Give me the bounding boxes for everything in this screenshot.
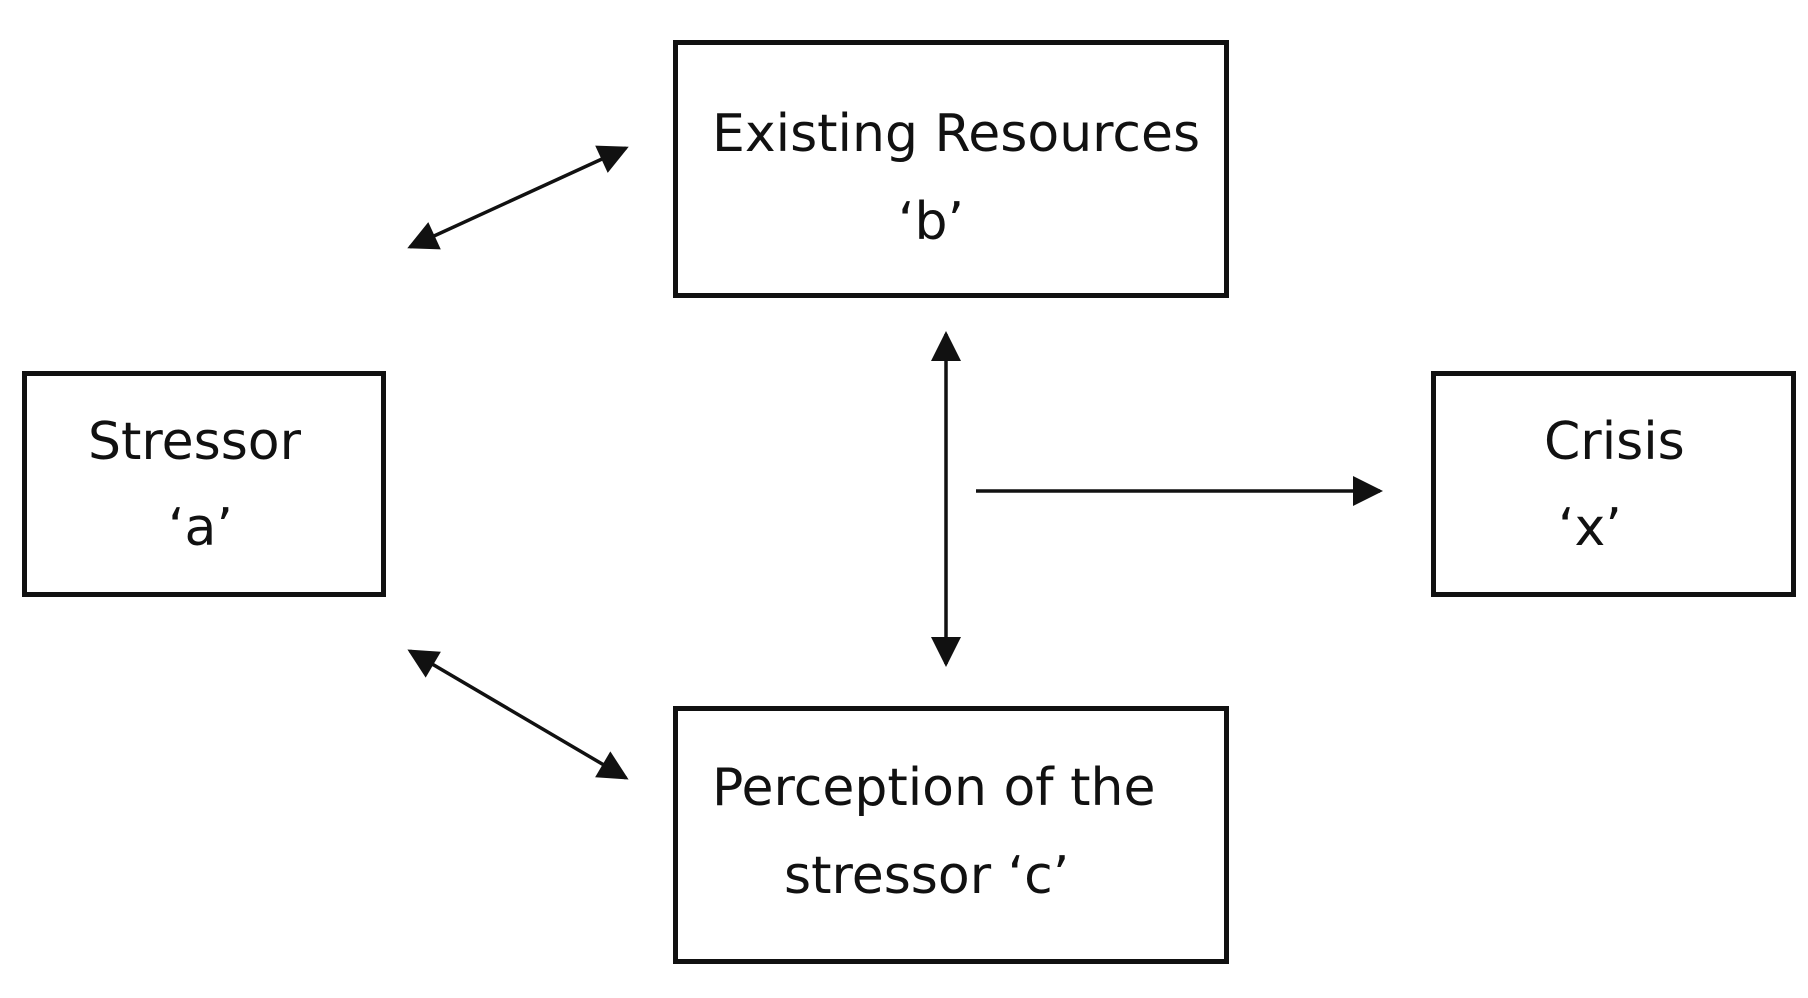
- node-crisis-line1: Crisis: [1544, 412, 1685, 472]
- edge-stressor-perception: [407, 649, 629, 780]
- node-crisis-line2: ‘x’: [1558, 498, 1622, 558]
- node-perception-line1: Perception of the: [712, 758, 1156, 818]
- edge-stressor-resources: [407, 145, 629, 250]
- node-existing-resources-line2: ‘b’: [898, 192, 965, 252]
- node-crisis: [1431, 371, 1796, 597]
- node-existing-resources: [673, 40, 1229, 298]
- node-stressor: [22, 371, 386, 597]
- node-perception-line2: stressor ‘c’: [784, 846, 1070, 906]
- node-stressor-line1: Stressor: [88, 412, 302, 472]
- node-perception: [673, 706, 1229, 964]
- node-existing-resources-line1: Existing Resources: [712, 104, 1201, 164]
- node-stressor-line2: ‘a’: [168, 498, 233, 558]
